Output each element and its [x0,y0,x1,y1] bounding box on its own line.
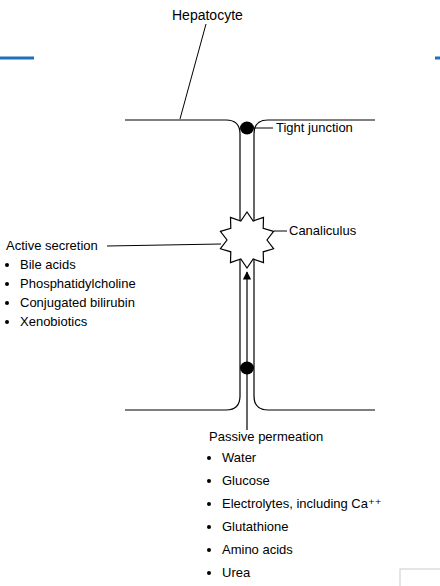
cell-label: Hepatocyte [172,7,243,23]
structure-label: Canaliculus [289,223,356,239]
permeation-arrow [246,272,247,430]
leader-line [254,128,273,129]
list-item: Phosphatidylcholine [20,276,136,292]
list-item: Urea [222,565,250,581]
list-item: Conjugated bilirubin [20,295,135,311]
cell-membrane [125,120,240,410]
slide-rule [0,57,34,60]
list-item: Xenobiotics [20,314,87,330]
list-item: Glutathione [222,519,289,535]
list-item: Glucose [222,473,270,489]
cell-membrane [254,120,375,410]
leader-line [274,231,287,232]
leader-line [180,24,206,119]
tight-junction [240,362,254,375]
leader-line [107,244,221,246]
list-heading: Active secretion [6,238,98,254]
list-heading: Passive permeation [209,429,323,445]
corner-box [400,569,440,586]
canaliculus-star [220,212,273,268]
list-item: Bile acids [20,257,76,273]
list-item: Electrolytes, including Ca⁺⁺ [222,496,382,512]
structure-label: Tight junction [276,120,353,136]
tight-junction [240,122,254,135]
slide-rule [435,57,440,60]
list-item: Water [222,450,256,466]
list-item: Amino acids [222,542,293,558]
